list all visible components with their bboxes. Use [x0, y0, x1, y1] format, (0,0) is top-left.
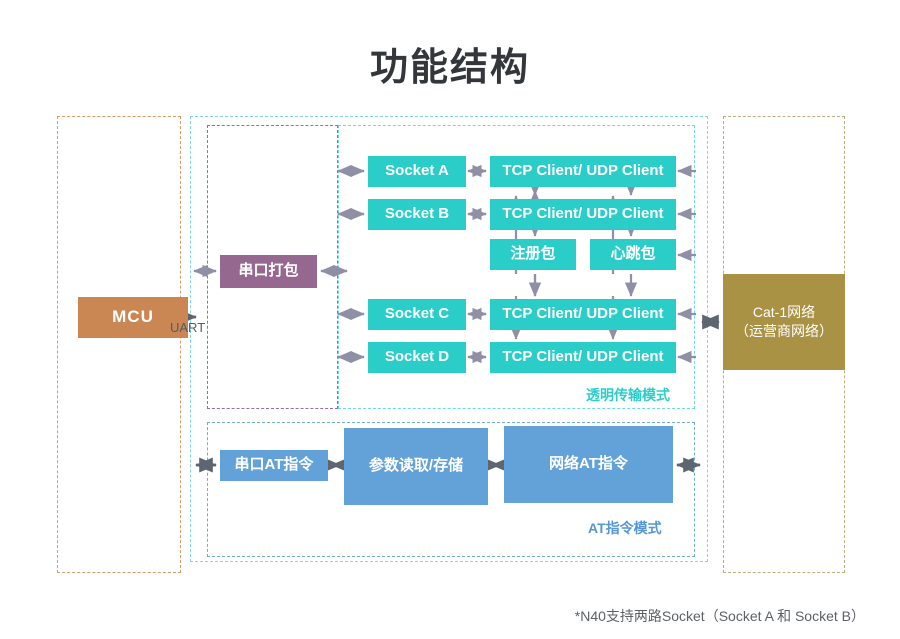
- socket-d-block[interactable]: Socket D: [368, 342, 466, 373]
- transparent-mode-label: 透明传输模式: [586, 387, 670, 403]
- heartbeat-packet-block[interactable]: 心跳包: [590, 239, 676, 270]
- parameter-storage-label: 参数读取/存储: [368, 457, 464, 475]
- socket-c-label: Socket C: [384, 305, 450, 323]
- tcp-udp-client-block-1[interactable]: TCP Client/ UDP Client: [490, 156, 676, 187]
- serial-at-command-block[interactable]: 串口AT指令: [220, 450, 328, 481]
- tcp-udp-client-block-3[interactable]: TCP Client/ UDP Client: [490, 299, 676, 330]
- socket-b-block[interactable]: Socket B: [368, 199, 466, 230]
- network-at-command-label: 网络AT指令: [549, 455, 628, 473]
- cat1-network-line1: Cat-1网络: [752, 304, 816, 321]
- socket-a-label: Socket A: [385, 162, 449, 180]
- region-at-frame: [207, 422, 695, 557]
- at-mode-label: AT指令模式: [588, 520, 662, 536]
- tcp-udp-client-label-3: TCP Client/ UDP Client: [502, 305, 664, 323]
- socket-d-label: Socket D: [384, 348, 450, 366]
- serial-at-command-label: 串口AT指令: [234, 456, 314, 474]
- socket-a-block[interactable]: Socket A: [368, 156, 466, 187]
- socket-c-block[interactable]: Socket C: [368, 299, 466, 330]
- footnote: *N40支持两路Socket（Socket A 和 Socket B）: [574, 608, 865, 624]
- cat1-network-block[interactable]: Cat-1网络 （运营商网络）: [723, 274, 845, 370]
- mcu-label: MCU: [112, 307, 154, 327]
- network-at-command-block[interactable]: 网络AT指令: [504, 426, 673, 503]
- serial-packer-label: 串口打包: [238, 262, 299, 280]
- parameter-storage-block[interactable]: 参数读取/存储: [344, 428, 488, 505]
- uart-label: UART: [170, 320, 206, 335]
- tcp-udp-client-label-1: TCP Client/ UDP Client: [502, 162, 664, 180]
- tcp-udp-client-label-4: TCP Client/ UDP Client: [502, 348, 664, 366]
- tcp-udp-client-block-2[interactable]: TCP Client/ UDP Client: [490, 199, 676, 230]
- socket-b-label: Socket B: [384, 205, 450, 223]
- serial-packer-block[interactable]: 串口打包: [220, 255, 317, 288]
- tcp-udp-client-label-2: TCP Client/ UDP Client: [502, 205, 664, 223]
- tcp-udp-client-block-4[interactable]: TCP Client/ UDP Client: [490, 342, 676, 373]
- mcu-block[interactable]: MCU: [78, 297, 188, 338]
- page-title: 功能结构: [369, 47, 530, 89]
- region-module-frame: [190, 116, 708, 562]
- cat1-network-line2: （运营商网络）: [735, 323, 833, 339]
- register-packet-block[interactable]: 注册包: [490, 239, 576, 270]
- register-packet-label: 注册包: [510, 245, 556, 263]
- region-mcu-frame: [57, 116, 181, 573]
- heartbeat-packet-label: 心跳包: [610, 245, 656, 263]
